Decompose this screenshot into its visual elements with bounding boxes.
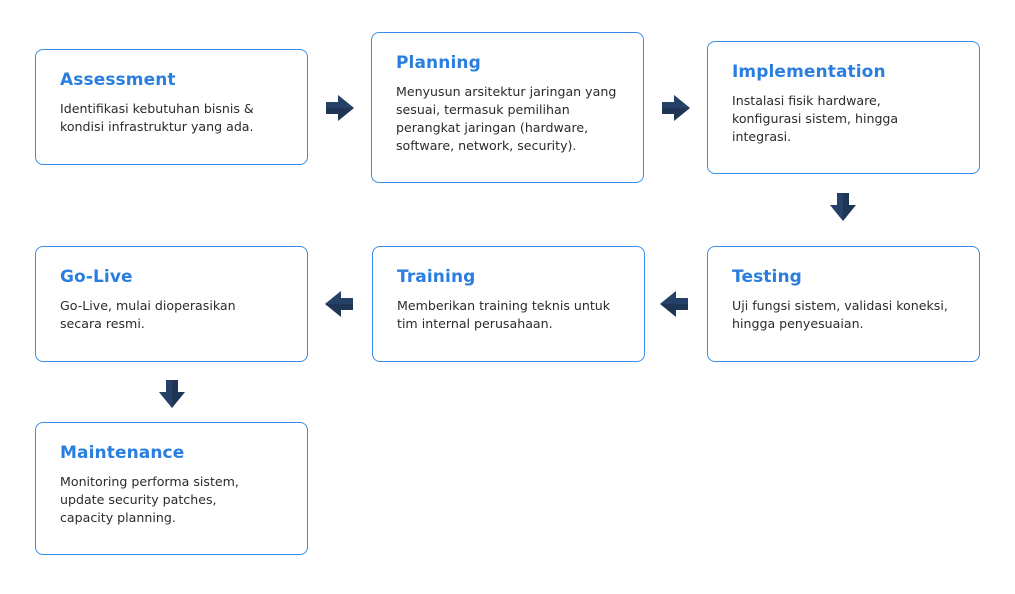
step-title: Assessment xyxy=(60,70,176,90)
step-card-maintenance: Maintenance Monitoring performa sistem, … xyxy=(35,422,308,555)
step-description: Monitoring performa sistem, update secur… xyxy=(60,474,239,525)
step-description: Identifikasi kebutuhan bisnis & kondisi … xyxy=(60,101,254,134)
step-description: Menyusun arsitektur jaringan yang sesuai… xyxy=(396,84,617,153)
arrow-right-icon xyxy=(659,91,693,125)
step-card-assessment: Assessment Identifikasi kebutuhan bisnis… xyxy=(35,49,308,165)
step-description: Instalasi fisik hardware, konfigurasi si… xyxy=(732,93,899,144)
step-card-training: Training Memberikan training teknis untu… xyxy=(372,246,645,362)
step-card-implementation: Implementation Instalasi fisik hardware,… xyxy=(707,41,980,174)
arrow-down-icon xyxy=(155,377,189,411)
step-title: Testing xyxy=(732,267,802,287)
step-card-planning: Planning Menyusun arsitektur jaringan ya… xyxy=(371,32,644,183)
step-title: Maintenance xyxy=(60,443,185,463)
step-description: Go-Live, mulai dioperasikan secara resmi… xyxy=(60,298,236,331)
arrow-left-icon xyxy=(322,287,356,321)
step-title: Training xyxy=(397,267,476,287)
step-card-testing: Testing Uji fungsi sistem, validasi kone… xyxy=(707,246,980,362)
arrow-left-icon xyxy=(657,287,691,321)
step-description: Uji fungsi sistem, validasi koneksi, hin… xyxy=(732,298,948,331)
arrow-right-icon xyxy=(323,91,357,125)
step-title: Planning xyxy=(396,53,481,73)
step-card-go-live: Go-Live Go-Live, mulai dioperasikan seca… xyxy=(35,246,308,362)
step-description: Memberikan training teknis untuk tim int… xyxy=(397,298,611,331)
step-title: Implementation xyxy=(732,62,886,82)
arrow-down-icon xyxy=(826,190,860,224)
step-title: Go-Live xyxy=(60,267,133,287)
